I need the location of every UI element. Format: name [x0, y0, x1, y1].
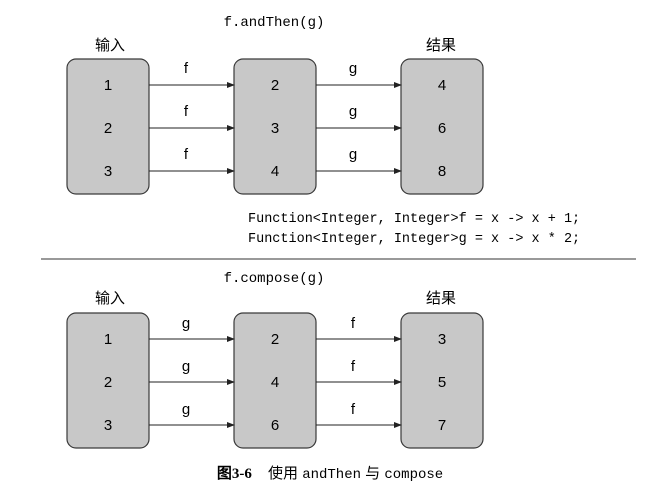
- code-line-g: Function<Integer, Integer>g = x -> x * 2…: [248, 232, 580, 247]
- caption-and-then: andThen: [302, 467, 361, 483]
- code-line-f: Function<Integer, Integer>f = x -> x + 1…: [248, 212, 580, 227]
- caption-number: 图3-6: [217, 465, 252, 482]
- caption-compose: compose: [384, 467, 443, 483]
- and-then-panel: f.andThen(g) 输入 结果 1 2 3 2 3 4 4 6 8 f f…: [66, 15, 484, 195]
- compose-result-value: 5: [438, 374, 446, 391]
- compose-middle-value: 6: [271, 417, 279, 434]
- and-then-input-value: 1: [104, 77, 112, 94]
- compose-input-value: 3: [104, 417, 112, 434]
- and-then-result-value: 4: [438, 77, 446, 94]
- compose-arrow-label: g: [182, 358, 190, 375]
- and-then-arrow-label: g: [349, 60, 357, 77]
- and-then-result-value: 8: [438, 163, 446, 180]
- compose-panel: f.compose(g) 输入 结果 1 2 3 2 4 6 3 5 7 g g…: [66, 271, 484, 449]
- caption-prefix: 使用: [268, 465, 298, 482]
- compose-arrow-label: f: [351, 315, 356, 332]
- compose-arrow-label: f: [351, 401, 356, 418]
- and-then-input-value: 2: [104, 120, 112, 137]
- and-then-arrow-label: g: [349, 103, 357, 120]
- compose-input-value: 2: [104, 374, 112, 391]
- compose-middle-value: 4: [271, 374, 279, 391]
- compose-arrow-label: f: [351, 358, 356, 375]
- and-then-input-label: 输入: [95, 37, 125, 54]
- and-then-result-value: 6: [438, 120, 446, 137]
- compose-expression: f.compose(g): [224, 271, 325, 287]
- and-then-result-label: 结果: [426, 37, 456, 54]
- and-then-input-box: [66, 58, 150, 195]
- figure-caption: 图3-6 使用 andThen 与 compose: [217, 465, 443, 483]
- and-then-middle-value: 4: [271, 163, 279, 180]
- and-then-arrow-label: g: [349, 146, 357, 163]
- compose-arrow-label: g: [182, 401, 190, 418]
- and-then-middle-value: 2: [271, 77, 279, 94]
- compose-middle-value: 2: [271, 331, 279, 348]
- compose-result-value: 7: [438, 417, 446, 434]
- and-then-middle-value: 3: [271, 120, 279, 137]
- compose-result-label: 结果: [426, 290, 456, 307]
- and-then-input-value: 3: [104, 163, 112, 180]
- caption-joiner: 与: [365, 465, 380, 482]
- compose-arrow-label: g: [182, 315, 190, 332]
- and-then-expression: f.andThen(g): [224, 15, 325, 31]
- compose-input-label: 输入: [95, 290, 125, 307]
- and-then-arrow-label: f: [184, 146, 189, 163]
- and-then-arrow-label: f: [184, 60, 189, 77]
- compose-input-box: [66, 312, 150, 449]
- compose-input-value: 1: [104, 331, 112, 348]
- and-then-arrow-label: f: [184, 103, 189, 120]
- compose-result-value: 3: [438, 331, 446, 348]
